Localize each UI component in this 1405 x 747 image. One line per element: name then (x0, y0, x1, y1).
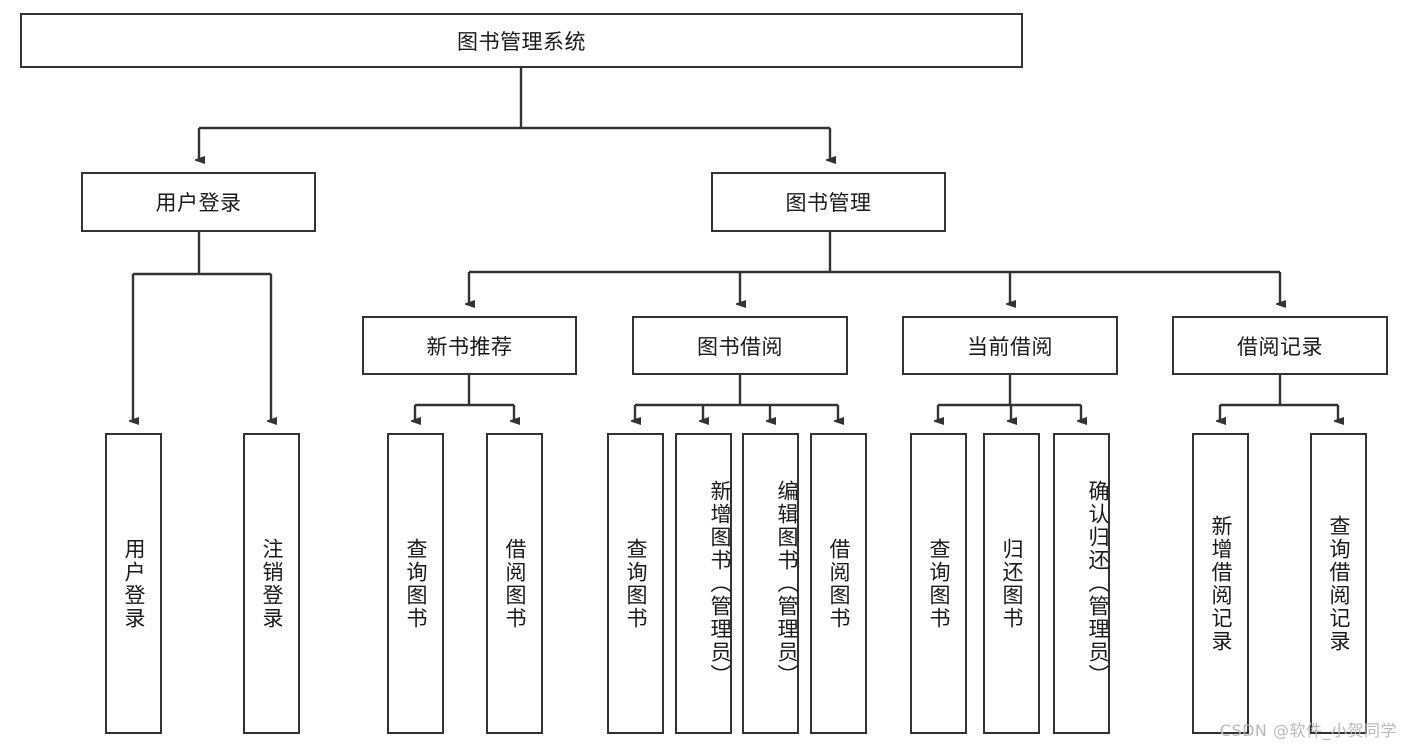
node-leaf-return-book[interactable]: 归还图书 (983, 433, 1040, 734)
node-current-borrow[interactable]: 当前借阅 (902, 316, 1118, 375)
node-leaf-confirm-return-admin[interactable]: 确认归还（管理员） (1053, 433, 1110, 734)
node-borrow-record[interactable]: 借阅记录 (1172, 316, 1388, 375)
node-leaf-query-borrow-record[interactable]: 查询借阅记录 (1310, 433, 1367, 734)
node-user-login[interactable]: 用户登录 (81, 172, 316, 232)
node-new-book-recommend[interactable]: 新书推荐 (362, 316, 577, 375)
node-leaf-add-borrow-record[interactable]: 新增借阅记录 (1192, 433, 1249, 734)
node-leaf-add-book-admin[interactable]: 新增图书（管理员） (675, 433, 732, 734)
node-leaf-user-login[interactable]: 用户登录 (105, 433, 162, 734)
node-book-borrow[interactable]: 图书借阅 (632, 316, 848, 375)
node-leaf-logout[interactable]: 注销登录 (243, 433, 300, 734)
node-leaf-query-book-borrow[interactable]: 查询图书 (607, 433, 664, 734)
node-book-manage[interactable]: 图书管理 (711, 172, 946, 232)
node-leaf-query-book-recommend[interactable]: 查询图书 (387, 433, 444, 734)
node-leaf-query-book-current[interactable]: 查询图书 (910, 433, 967, 734)
node-leaf-borrow-book[interactable]: 借阅图书 (810, 433, 867, 734)
node-leaf-borrow-book-recommend[interactable]: 借阅图书 (486, 433, 543, 734)
node-leaf-edit-book-admin[interactable]: 编辑图书（管理员） (742, 433, 799, 734)
node-system-title[interactable]: 图书管理系统 (20, 13, 1023, 68)
csdn-watermark: CSDN @软件_小贺同学 (1219, 721, 1397, 740)
